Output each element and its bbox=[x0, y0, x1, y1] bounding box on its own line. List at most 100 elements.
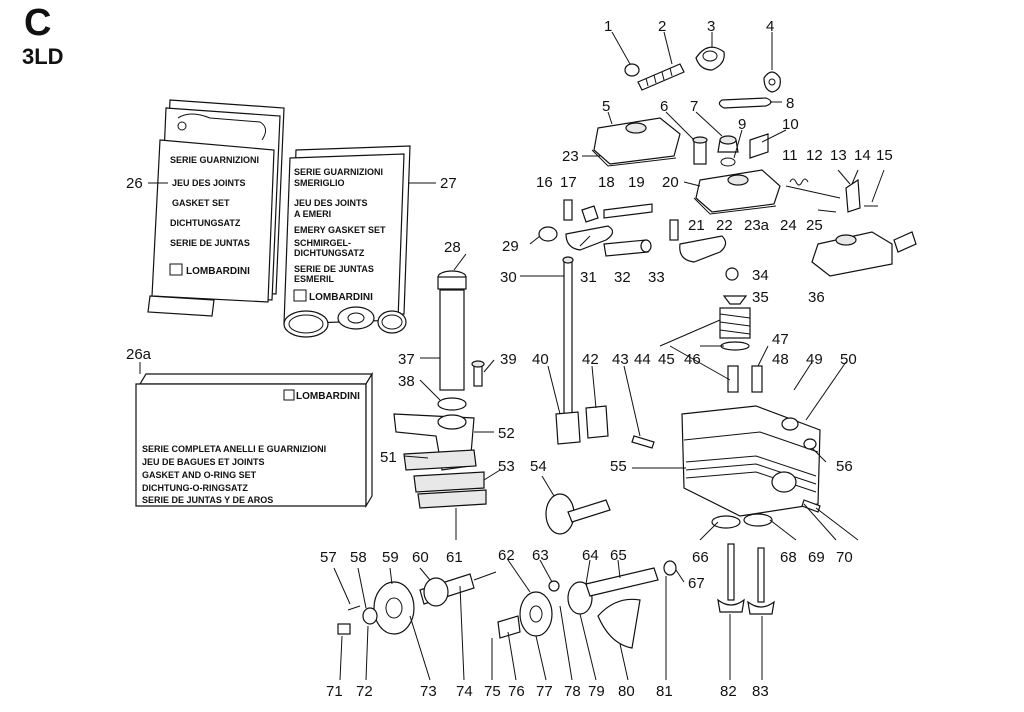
callout-11: 11 bbox=[782, 147, 798, 164]
p27-line-6: SCHMIRGEL- bbox=[294, 238, 351, 248]
callout-36: 36 bbox=[808, 289, 825, 306]
callout-39: 39 bbox=[500, 351, 517, 368]
callout-62: 62 bbox=[498, 547, 515, 564]
callout-21: 21 bbox=[688, 217, 705, 234]
callout-60: 60 bbox=[412, 549, 429, 566]
callout-49: 49 bbox=[806, 351, 823, 368]
rocker-covers bbox=[591, 117, 917, 277]
callout-46: 46 bbox=[684, 351, 701, 368]
camshaft bbox=[545, 493, 611, 535]
callout-75: 75 bbox=[484, 683, 501, 700]
callout-35: 35 bbox=[752, 289, 769, 306]
callout-64: 64 bbox=[582, 547, 599, 564]
p27-line-4: A EMERI bbox=[294, 209, 331, 219]
callout-52: 52 bbox=[498, 425, 515, 442]
callout-70: 70 bbox=[836, 549, 853, 566]
callout-31: 31 bbox=[580, 269, 597, 286]
callout-51: 51 bbox=[380, 449, 397, 466]
callout-9: 9 bbox=[738, 116, 746, 133]
callout-7: 7 bbox=[690, 98, 698, 115]
engine-model: 3LD bbox=[22, 44, 64, 69]
callout-68: 68 bbox=[780, 549, 797, 566]
callout-15: 15 bbox=[876, 147, 893, 164]
callout-25: 25 bbox=[806, 217, 823, 234]
callout-54: 54 bbox=[530, 458, 547, 475]
callout-29: 29 bbox=[502, 238, 519, 255]
callout-81: 81 bbox=[656, 683, 673, 700]
gear-train bbox=[337, 560, 677, 649]
callout-20: 20 bbox=[662, 174, 679, 191]
callout-71: 71 bbox=[326, 683, 343, 700]
gasket-oring-set-package-26a: LOMBARDINI SERIE COMPLETA ANELLI E GUARN… bbox=[135, 362, 374, 509]
callout-numbers: 1 2 3 4 5 6 7 8 9 10 11 12 13 14 15 16 1… bbox=[126, 18, 893, 700]
section-letter: C bbox=[24, 2, 52, 44]
callout-27: 27 bbox=[440, 175, 457, 192]
callout-63: 63 bbox=[532, 547, 549, 564]
callout-79: 79 bbox=[588, 683, 605, 700]
callout-72: 72 bbox=[356, 683, 373, 700]
callout-16: 16 bbox=[536, 174, 553, 191]
p27-line-2: SMERIGLIO bbox=[294, 178, 345, 188]
rocker-arms bbox=[538, 199, 739, 281]
pushrod-tube-assembly bbox=[437, 270, 485, 411]
emery-gasket-set-package-27: SERIE GUARNIZIONI SMERIGLIO JEU DES JOIN… bbox=[283, 145, 436, 338]
callout-12: 12 bbox=[806, 147, 823, 164]
p26-line-2: JEU DES JOINTS bbox=[172, 178, 246, 188]
callout-33: 33 bbox=[648, 269, 665, 286]
p26a-line-2: JEU DE BAGUES ET JOINTS bbox=[142, 457, 265, 467]
callout-38: 38 bbox=[398, 373, 415, 390]
callout-80: 80 bbox=[618, 683, 635, 700]
callout-26a: 26a bbox=[126, 346, 152, 363]
p26a-line-3: GASKET AND O-RING SET bbox=[142, 470, 257, 480]
rocker-support-and-gaskets bbox=[393, 413, 487, 509]
callout-13: 13 bbox=[830, 147, 847, 164]
gasket-set-package-26: SERIE GUARNIZIONI JEU DES JOINTS GASKET … bbox=[147, 99, 285, 317]
p27-brand: LOMBARDINI bbox=[309, 292, 373, 303]
p26-brand: LOMBARDINI bbox=[186, 266, 250, 277]
p27-line-8: SERIE DE JUNTAS bbox=[294, 264, 374, 274]
callout-69: 69 bbox=[808, 549, 825, 566]
callout-83: 83 bbox=[752, 683, 769, 700]
leader-lines bbox=[333, 31, 885, 681]
p27-line-1: SERIE GUARNIZIONI bbox=[294, 167, 383, 177]
callout-73: 73 bbox=[420, 683, 437, 700]
callout-2: 2 bbox=[658, 18, 666, 35]
p26-line-5: SERIE DE JUNTAS bbox=[170, 238, 250, 248]
callout-82: 82 bbox=[720, 683, 737, 700]
valves bbox=[717, 543, 775, 615]
p27-line-7: DICHTUNGSATZ bbox=[294, 248, 365, 258]
callout-77: 77 bbox=[536, 683, 553, 700]
callout-61: 61 bbox=[446, 549, 463, 566]
callout-58: 58 bbox=[350, 549, 367, 566]
callout-45: 45 bbox=[658, 351, 675, 368]
callout-53: 53 bbox=[498, 458, 515, 475]
tappets bbox=[555, 405, 609, 445]
callout-40: 40 bbox=[532, 351, 549, 368]
callout-10: 10 bbox=[782, 116, 799, 133]
callout-6: 6 bbox=[660, 98, 668, 115]
callout-65: 65 bbox=[610, 547, 627, 564]
callout-43: 43 bbox=[612, 351, 629, 368]
cylinder-head bbox=[631, 405, 821, 529]
pushrod bbox=[562, 256, 574, 419]
p26-line-1: SERIE GUARNIZIONI bbox=[170, 155, 259, 165]
callout-50: 50 bbox=[840, 351, 857, 368]
p26a-brand: LOMBARDINI bbox=[296, 391, 360, 402]
callout-78: 78 bbox=[564, 683, 581, 700]
cover-fasteners bbox=[692, 133, 878, 213]
callout-28: 28 bbox=[444, 239, 461, 256]
p26a-line-1: SERIE COMPLETA ANELLI E GUARNIZIONI bbox=[142, 444, 326, 454]
callout-57: 57 bbox=[320, 549, 337, 566]
callout-23a: 23a bbox=[744, 217, 770, 234]
callout-17: 17 bbox=[560, 174, 577, 191]
p26a-line-5: SERIE DE JUNTAS Y DE AROS bbox=[142, 495, 273, 505]
callout-32: 32 bbox=[614, 269, 631, 286]
callout-24: 24 bbox=[780, 217, 797, 234]
callout-42: 42 bbox=[582, 351, 599, 368]
p27-line-3: JEU DES JOINTS bbox=[294, 198, 368, 208]
callout-23: 23 bbox=[562, 148, 579, 165]
callout-5: 5 bbox=[602, 98, 610, 115]
callout-55: 55 bbox=[610, 458, 627, 475]
callout-30: 30 bbox=[500, 269, 517, 286]
